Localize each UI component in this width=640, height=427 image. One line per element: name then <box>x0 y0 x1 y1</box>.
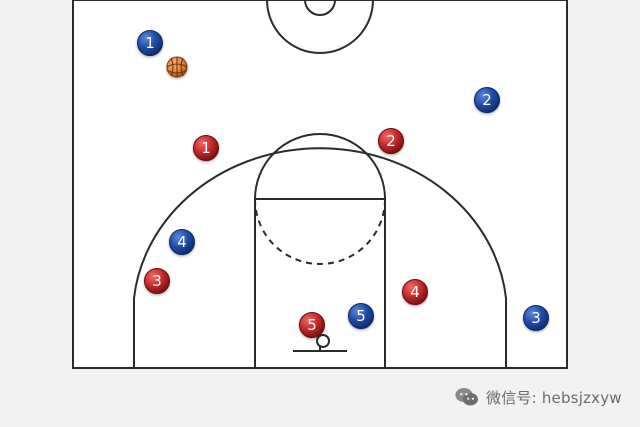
red-player-3-label: 3 <box>152 272 162 290</box>
blue-player-3-marker: 3 <box>523 305 549 331</box>
blue-player-1-label: 1 <box>145 34 155 52</box>
blue-player-5-label: 5 <box>356 307 366 325</box>
red-player-4-marker: 4 <box>402 279 428 305</box>
court-boundary <box>72 0 568 369</box>
red-player-3-marker: 3 <box>144 268 170 294</box>
red-player-1-label: 1 <box>201 139 211 157</box>
blue-player-4-label: 4 <box>177 233 187 251</box>
blue-player-5-marker: 5 <box>348 303 374 329</box>
center-circle <box>266 0 374 54</box>
rim <box>316 334 330 348</box>
wechat-watermark: 微信号: hebsjzxyw <box>454 385 622 409</box>
free-throw-circle-bottom-dashed <box>254 198 386 265</box>
basketball-icon <box>166 56 188 78</box>
red-player-4-label: 4 <box>410 283 420 301</box>
blue-player-1-marker: 1 <box>137 30 163 56</box>
red-player-5-label: 5 <box>307 316 317 334</box>
free-throw-circle-top <box>254 133 386 200</box>
blue-player-2-marker: 2 <box>474 87 500 113</box>
red-player-5-marker: 5 <box>299 312 325 338</box>
red-player-2-marker: 2 <box>378 128 404 154</box>
blue-player-4-marker: 4 <box>169 229 195 255</box>
red-player-1-marker: 1 <box>193 135 219 161</box>
three-point-line <box>133 147 507 368</box>
red-player-2-label: 2 <box>386 132 396 150</box>
blue-player-2-label: 2 <box>482 91 492 109</box>
blue-player-3-label: 3 <box>531 309 541 327</box>
wechat-icon <box>455 388 478 406</box>
center-circle-inner <box>304 0 336 16</box>
watermark-text: 微信号: hebsjzxyw <box>486 388 622 407</box>
lane-paint <box>254 198 386 368</box>
